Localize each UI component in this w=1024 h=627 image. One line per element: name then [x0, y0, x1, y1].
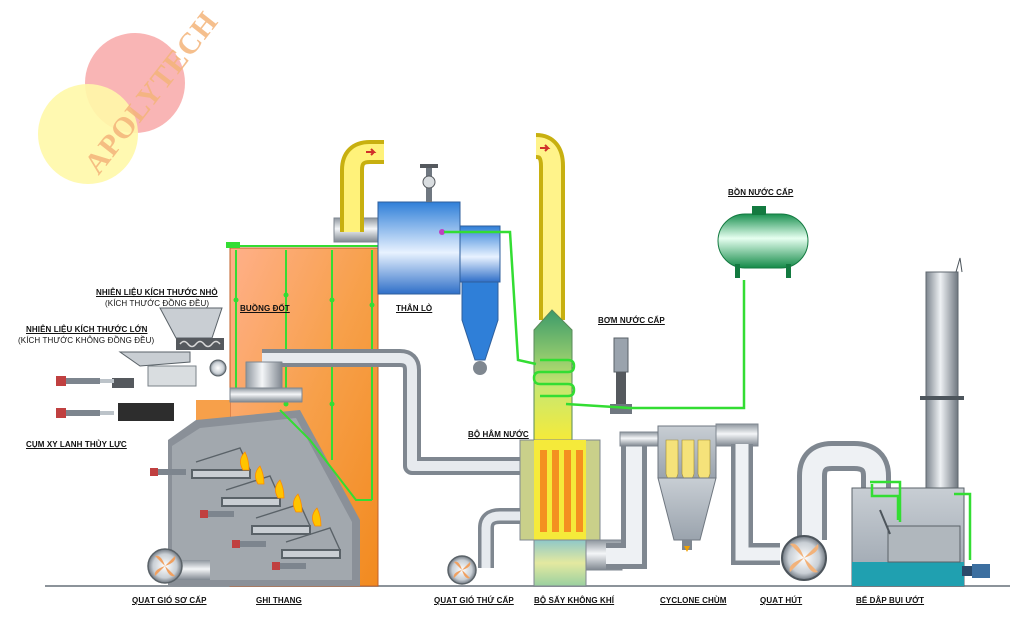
label-combustion-chamber: BUỒNG ĐỐT — [240, 304, 290, 313]
label-multi-cyclone: CYCLONE CHÙM — [660, 596, 727, 605]
secondary-air-fan — [447, 508, 520, 585]
feed-water-pump — [610, 337, 632, 414]
label-primary-fan: QUẠT GIÓ SƠ CẤP — [132, 596, 207, 605]
label-economizer: BỘ HÂM NƯỚC — [468, 430, 529, 439]
flue-gas-duct-main — [534, 133, 565, 320]
induced-draft-fan — [781, 441, 891, 581]
label-boiler-body: THÂN LÒ — [396, 304, 433, 313]
label-fuel-large-note: (KÍCH THƯỚC KHÔNG ĐỒNG ĐỀU) — [18, 336, 155, 345]
wet-scrubber — [851, 487, 990, 587]
multi-cyclone — [657, 423, 759, 552]
label-secondary-fan: QUẠT GIÓ THỨ CẤP — [434, 596, 514, 605]
boiler-drum — [333, 164, 501, 375]
duct-to-induced-fan — [731, 444, 780, 565]
label-feed-pump: BƠM NƯỚC CẤP — [598, 316, 665, 325]
label-air-heater: BỘ SẤY KHÔNG KHÍ — [534, 596, 615, 605]
brand-logo — [38, 33, 185, 184]
label-wet-scrubber: BỂ DẬP BỤI ƯỚT — [856, 596, 925, 605]
secondary-air-duct — [229, 349, 520, 475]
hydraulic-cylinders — [56, 376, 306, 570]
feed-water-lines — [444, 230, 972, 560]
label-hydraulic: CỤM XY LANH THỦY LỰC — [26, 440, 127, 449]
secondary-air-inlet-fan — [209, 359, 227, 377]
label-feed-tank: BỒN NƯỚC CẤP — [728, 188, 794, 197]
furnace — [168, 242, 379, 587]
primary-air-fan — [147, 548, 210, 584]
air-heater — [519, 439, 623, 587]
economizer — [532, 309, 576, 441]
label-step-grate: GHI THANG — [256, 596, 302, 605]
flue-gas-outlet-furnace — [340, 140, 384, 232]
label-induced-fan: QUẠT HÚT — [760, 596, 803, 605]
label-fuel-small: NHIÊN LIỆU KÍCH THƯỚC NHỎ — [96, 288, 218, 297]
duct-to-cyclone — [606, 431, 661, 569]
feed-water-tank — [717, 206, 809, 278]
label-fuel-small-note: (KÍCH THƯỚC ĐỒNG ĐỀU) — [105, 299, 210, 308]
label-fuel-large: NHIÊN LIỆU KÍCH THƯỚC LỚN — [26, 325, 148, 334]
fuel-feeder-small — [159, 307, 224, 350]
fuel-feeder-large — [112, 351, 197, 388]
